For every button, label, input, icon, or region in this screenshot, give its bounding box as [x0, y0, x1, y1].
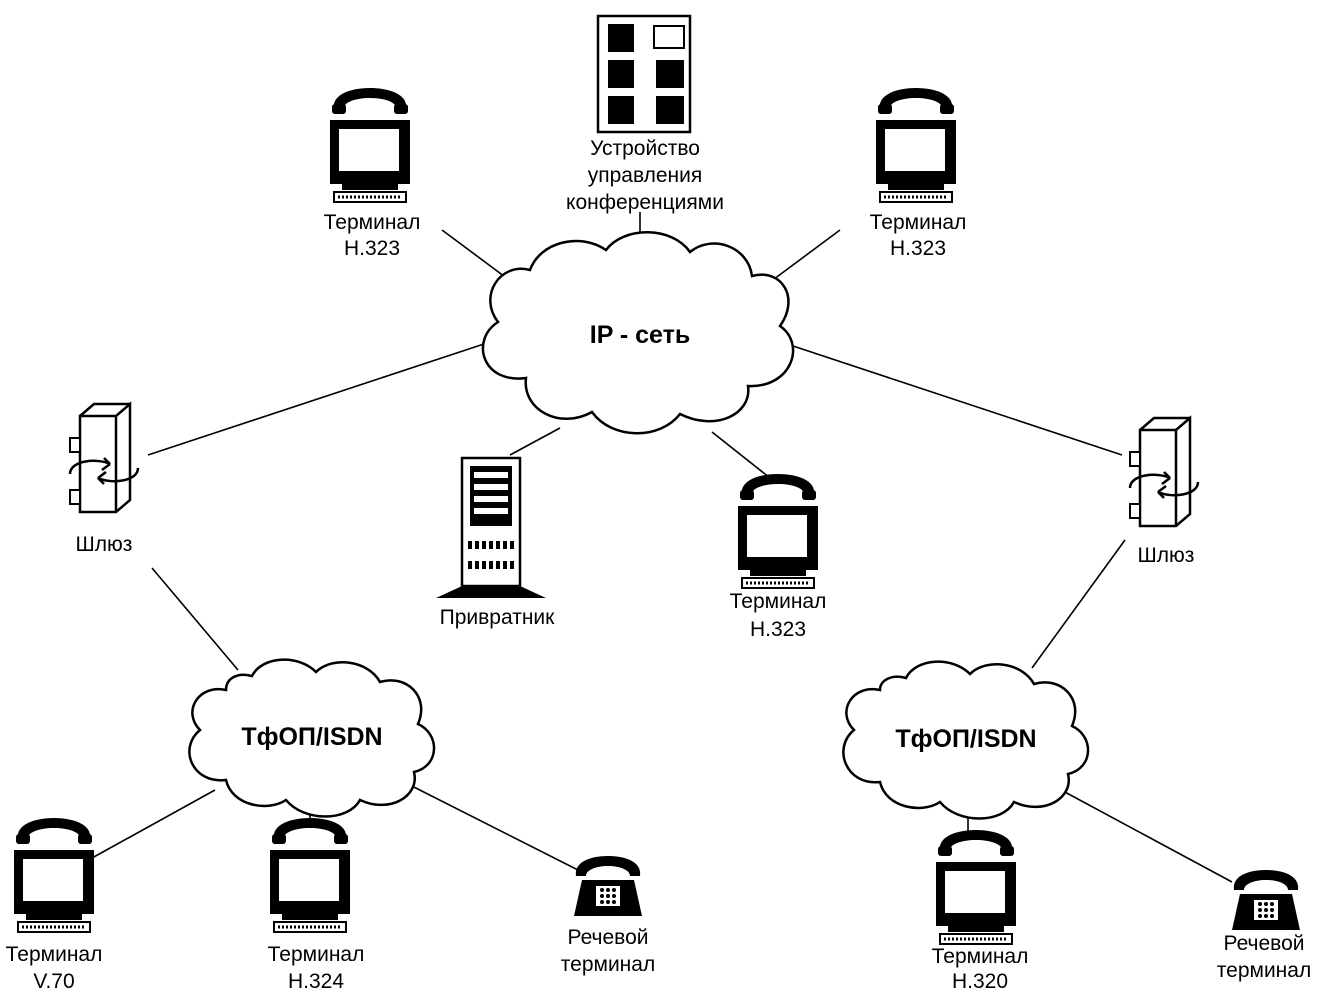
- terminal-h323-icon: [874, 86, 958, 204]
- term-tl-label-2: Н.323: [344, 237, 400, 260]
- voice-left-label-2: терминал: [561, 953, 655, 976]
- link-gatekeeper: [509, 427, 561, 456]
- pstn-right-label: ТфОП/ISDN: [895, 725, 1036, 753]
- term-h320-label-2: Н.320: [952, 970, 1008, 993]
- link-v70: [91, 789, 216, 859]
- terminal-h324-icon: [268, 816, 352, 934]
- term-tl-label-1: Терминал: [324, 211, 421, 234]
- mcu-label-3: конференциями: [566, 191, 724, 214]
- term-v70-label-1: Терминал: [6, 943, 103, 966]
- mcu-cabinet-icon: [596, 14, 692, 134]
- term-mid-label-1: Терминал: [730, 590, 827, 613]
- voice-phone-icon: [1232, 870, 1300, 930]
- term-h324-label-2: Н.324: [288, 970, 344, 993]
- term-tr-label-1: Терминал: [870, 211, 967, 234]
- pstn-left-label: ТфОП/ISDN: [241, 723, 382, 751]
- term-v70-label-2: V.70: [33, 970, 74, 993]
- link-voice-left: [399, 779, 579, 871]
- connections: [91, 212, 1233, 883]
- mcu-label-1: Устройство: [590, 137, 700, 160]
- terminal-h320-icon: [934, 828, 1018, 946]
- terminal-v70-icon: [12, 816, 96, 934]
- gatekeeper-label: Привратник: [440, 606, 556, 629]
- link-gateway-right: [789, 344, 1123, 456]
- voice-phone-icon: [574, 856, 642, 916]
- term-tr-label-2: Н.323: [890, 237, 946, 260]
- link-gw-right-pstn: [1031, 539, 1126, 669]
- gateway-right-label: Шлюз: [1138, 544, 1195, 567]
- gateway-icon: [1128, 416, 1200, 528]
- terminal-h323-icon: [736, 472, 820, 590]
- link-voice-right: [1049, 783, 1233, 883]
- pstn-left-cloud: ТфОП/ISDN: [188, 658, 436, 818]
- gateway-left-label: Шлюз: [76, 533, 133, 556]
- term-h320-label-1: Терминал: [932, 945, 1029, 968]
- terminal-h323-icon: [328, 86, 412, 204]
- term-mid-label-2: Н.323: [750, 618, 806, 641]
- voice-left-label-1: Речевой: [567, 926, 648, 949]
- term-h324-label-1: Терминал: [268, 943, 365, 966]
- ip-network-label: IP - сеть: [590, 321, 690, 349]
- link-gateway-left: [147, 341, 491, 456]
- gatekeeper-server-icon: [436, 456, 546, 598]
- pstn-right-cloud: ТфОП/ISDN: [842, 660, 1090, 820]
- gateway-icon: [68, 402, 140, 514]
- link-gw-left-pstn: [151, 567, 239, 671]
- link-term-mid: [711, 431, 771, 479]
- mcu-label-2: управления: [588, 164, 703, 187]
- voice-right-label-2: терминал: [1217, 959, 1311, 982]
- ip-network-cloud: IP - сеть: [481, 231, 795, 435]
- voice-right-label-1: Речевой: [1223, 932, 1304, 955]
